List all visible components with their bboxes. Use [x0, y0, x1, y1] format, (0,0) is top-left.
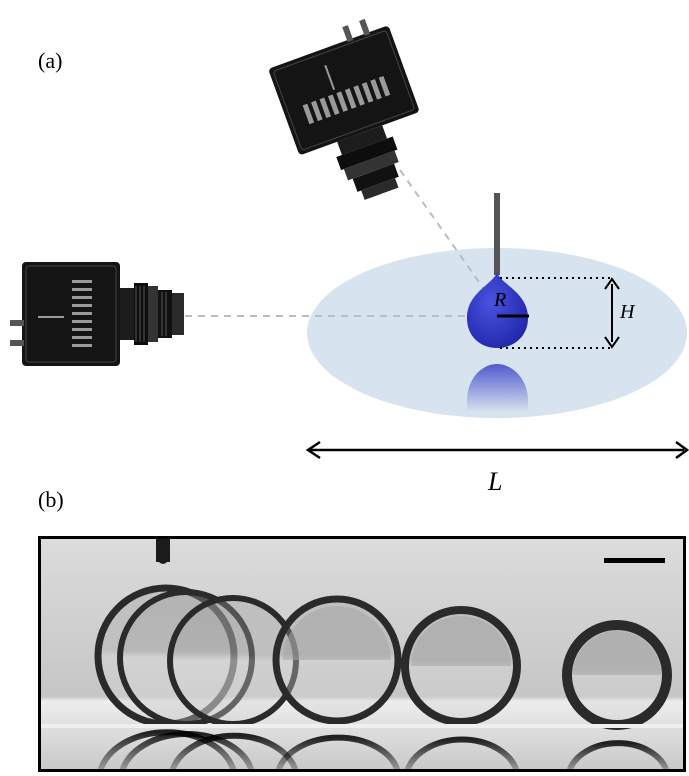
photo-frame [38, 536, 686, 772]
droplet-photograph [38, 536, 686, 772]
radius-symbol: R [493, 289, 506, 311]
panel-label-a: (a) [38, 48, 63, 73]
length-symbol: L [487, 467, 502, 496]
top-camera-icon [269, 18, 419, 200]
scale-bar [604, 558, 665, 563]
side-camera-icon [10, 262, 184, 366]
needle [494, 193, 500, 275]
droplet-reflection [467, 364, 528, 412]
panel-label-b: (b) [38, 487, 64, 512]
droplet-icon [467, 272, 528, 348]
setup-schematic: R H L [10, 18, 689, 496]
height-symbol: H [619, 301, 636, 323]
